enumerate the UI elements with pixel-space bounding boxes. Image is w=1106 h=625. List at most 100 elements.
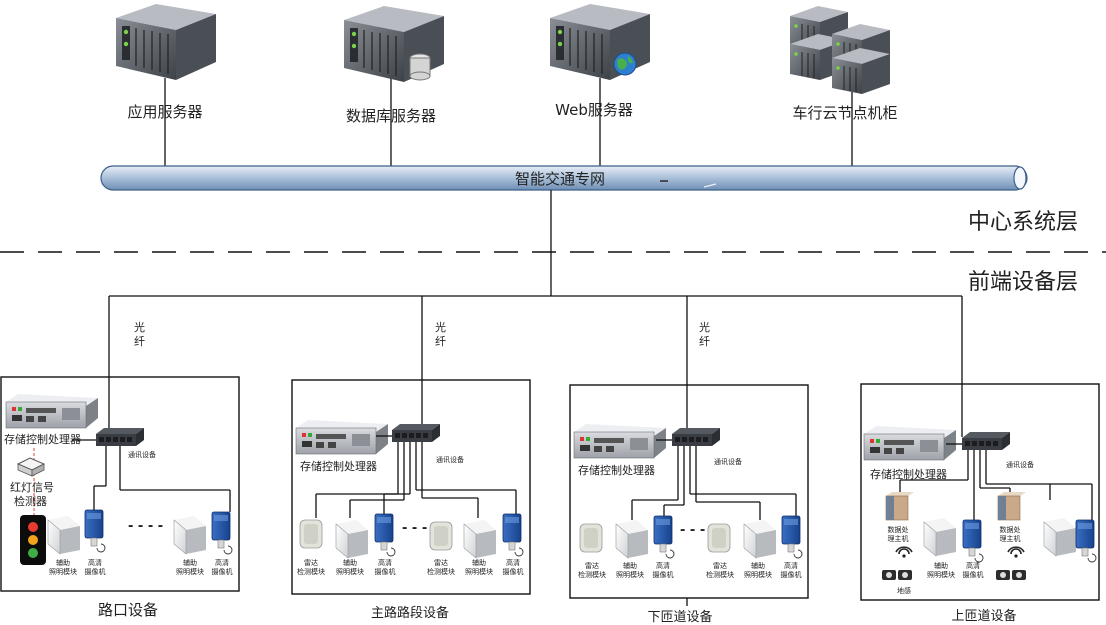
signal-detector-label-1: 红灯信号 [10, 481, 54, 494]
radar-label: 检测模块 [297, 567, 325, 576]
radar-label: 雷达 [304, 558, 318, 567]
off-ramp-title: 下匝道设备 [647, 609, 712, 625]
hd-camera-label: 摄像机 [963, 570, 984, 579]
radar-icon [707, 523, 731, 553]
hd-camera-label: 摄像机 [503, 567, 524, 576]
radar-icon [429, 521, 453, 551]
hd-camera-icon [84, 509, 106, 553]
aux-light-label: 辅助 [343, 558, 357, 567]
database-cylinder-icon [409, 53, 431, 81]
hd-camera-icon [962, 519, 984, 563]
section-off-ramp: 存储控制处理器 通讯设备 - - - - 雷达 检测模块 辅助 照明模块 高清 … [569, 384, 809, 599]
hd-camera-label: 摄像机 [781, 570, 802, 579]
db-server-label: 数据库服务器 [346, 107, 436, 125]
storage-processor-icon [5, 393, 99, 429]
fiber-label-2: 光纤 [435, 320, 446, 348]
globe-icon [613, 52, 637, 76]
comm-device-label: 通讯设备 [1006, 460, 1034, 469]
ground-coil-pair-icon [882, 570, 912, 580]
data-processor-icon [997, 491, 1027, 521]
comm-device-label: 通讯设备 [128, 450, 156, 459]
data-processor-label: 数据处 [888, 525, 909, 534]
ground-coil-pair-icon [996, 570, 1026, 580]
aux-light-icon [173, 515, 207, 555]
web-server-label: Web服务器 [555, 101, 633, 119]
aux-light-icon [463, 519, 497, 559]
radar-label: 检测模块 [427, 567, 455, 576]
wireless-coil-icon [895, 546, 913, 559]
section-intersection: 存储控制处理器 通讯设备 红灯信号 检测器 - - - - 辅助 照明模块 [0, 376, 240, 592]
aux-light-label: 辅助 [183, 558, 197, 567]
data-processor-icon [885, 491, 915, 521]
aux-light-label: 照明模块 [49, 567, 77, 576]
ellipsis-dashes: - - - - [402, 521, 437, 536]
aux-light-icon [1043, 517, 1077, 557]
network-label: 智能交通专网 [515, 170, 605, 188]
storage-processor-icon [573, 423, 667, 459]
hd-camera-label: 高清 [378, 558, 392, 567]
data-processor-label: 数据处 [1000, 525, 1021, 534]
main-road-title: 主路路段设备 [371, 605, 449, 621]
fiber-label-3: 光纤 [699, 320, 710, 348]
hd-camera-label: 高清 [88, 558, 102, 567]
aux-light-label: 照明模块 [616, 570, 644, 579]
aux-light-icon [615, 519, 649, 559]
hd-camera-label: 高清 [656, 561, 670, 570]
app-server-label: 应用服务器 [127, 103, 202, 121]
traffic-light-icon [20, 515, 46, 565]
hd-camera-icon [781, 515, 803, 559]
hd-camera-label: 高清 [784, 561, 798, 570]
data-processor-label: 理主机 [1000, 534, 1021, 543]
hd-camera-label: 摄像机 [653, 570, 674, 579]
intelligent-traffic-network-pipe [100, 165, 1028, 191]
aux-light-label: 辅助 [623, 561, 637, 570]
on-ramp-title: 上匝道设备 [951, 608, 1016, 624]
radar-label: 雷达 [585, 561, 599, 570]
hd-camera-icon [374, 513, 396, 557]
aux-light-label: 照明模块 [744, 570, 772, 579]
hd-camera-icon [1075, 519, 1097, 563]
ellipsis-dashes: - - - - [680, 523, 715, 538]
ground-coil-label: 地感 [897, 586, 911, 595]
front-layer-label: 前端设备层 [968, 270, 1078, 295]
aux-light-label: 辅助 [934, 561, 948, 570]
radar-icon [579, 523, 603, 553]
radar-label: 检测模块 [578, 570, 606, 579]
radar-label: 检测模块 [706, 570, 734, 579]
switch-icon [392, 424, 440, 442]
aux-light-label: 辅助 [751, 561, 765, 570]
storage-processor-label: 存储控制处理器 [870, 467, 947, 481]
comm-device-label: 通讯设备 [714, 457, 742, 466]
aux-light-label: 照明模块 [336, 567, 364, 576]
hd-camera-label: 高清 [506, 558, 520, 567]
hd-camera-label: 高清 [215, 558, 229, 567]
radar-icon [299, 519, 323, 549]
app-server-icon [115, 3, 217, 81]
switch-icon [672, 428, 720, 446]
aux-light-icon [923, 517, 957, 557]
hd-camera-icon [653, 515, 675, 559]
hd-camera-icon [502, 513, 524, 557]
signal-detector-label-2: 检测器 [14, 494, 47, 508]
storage-processor-icon [863, 425, 957, 461]
data-processor-label: 理主机 [888, 534, 909, 543]
wireless-coil-icon [1007, 546, 1025, 559]
aux-light-label: 辅助 [472, 558, 486, 567]
hd-camera-label: 摄像机 [212, 567, 233, 576]
storage-processor-label: 存储控制处理器 [300, 459, 377, 473]
storage-processor-label: 存储控制处理器 [578, 463, 655, 477]
aux-light-label: 照明模块 [176, 567, 204, 576]
switch-icon [962, 432, 1010, 450]
aux-light-label: 照明模块 [465, 567, 493, 576]
ellipsis-dashes: - - - - [128, 519, 163, 534]
switch-icon [96, 428, 144, 446]
cloud-node-cabinet-icon [789, 5, 891, 95]
aux-light-label: 辅助 [56, 558, 70, 567]
storage-processor-label: 存储控制处理器 [4, 432, 81, 446]
aux-light-label: 照明模块 [927, 570, 955, 579]
radar-label: 雷达 [434, 558, 448, 567]
hd-camera-label: 高清 [966, 561, 980, 570]
storage-processor-icon [295, 419, 389, 455]
hd-camera-icon [211, 511, 233, 555]
